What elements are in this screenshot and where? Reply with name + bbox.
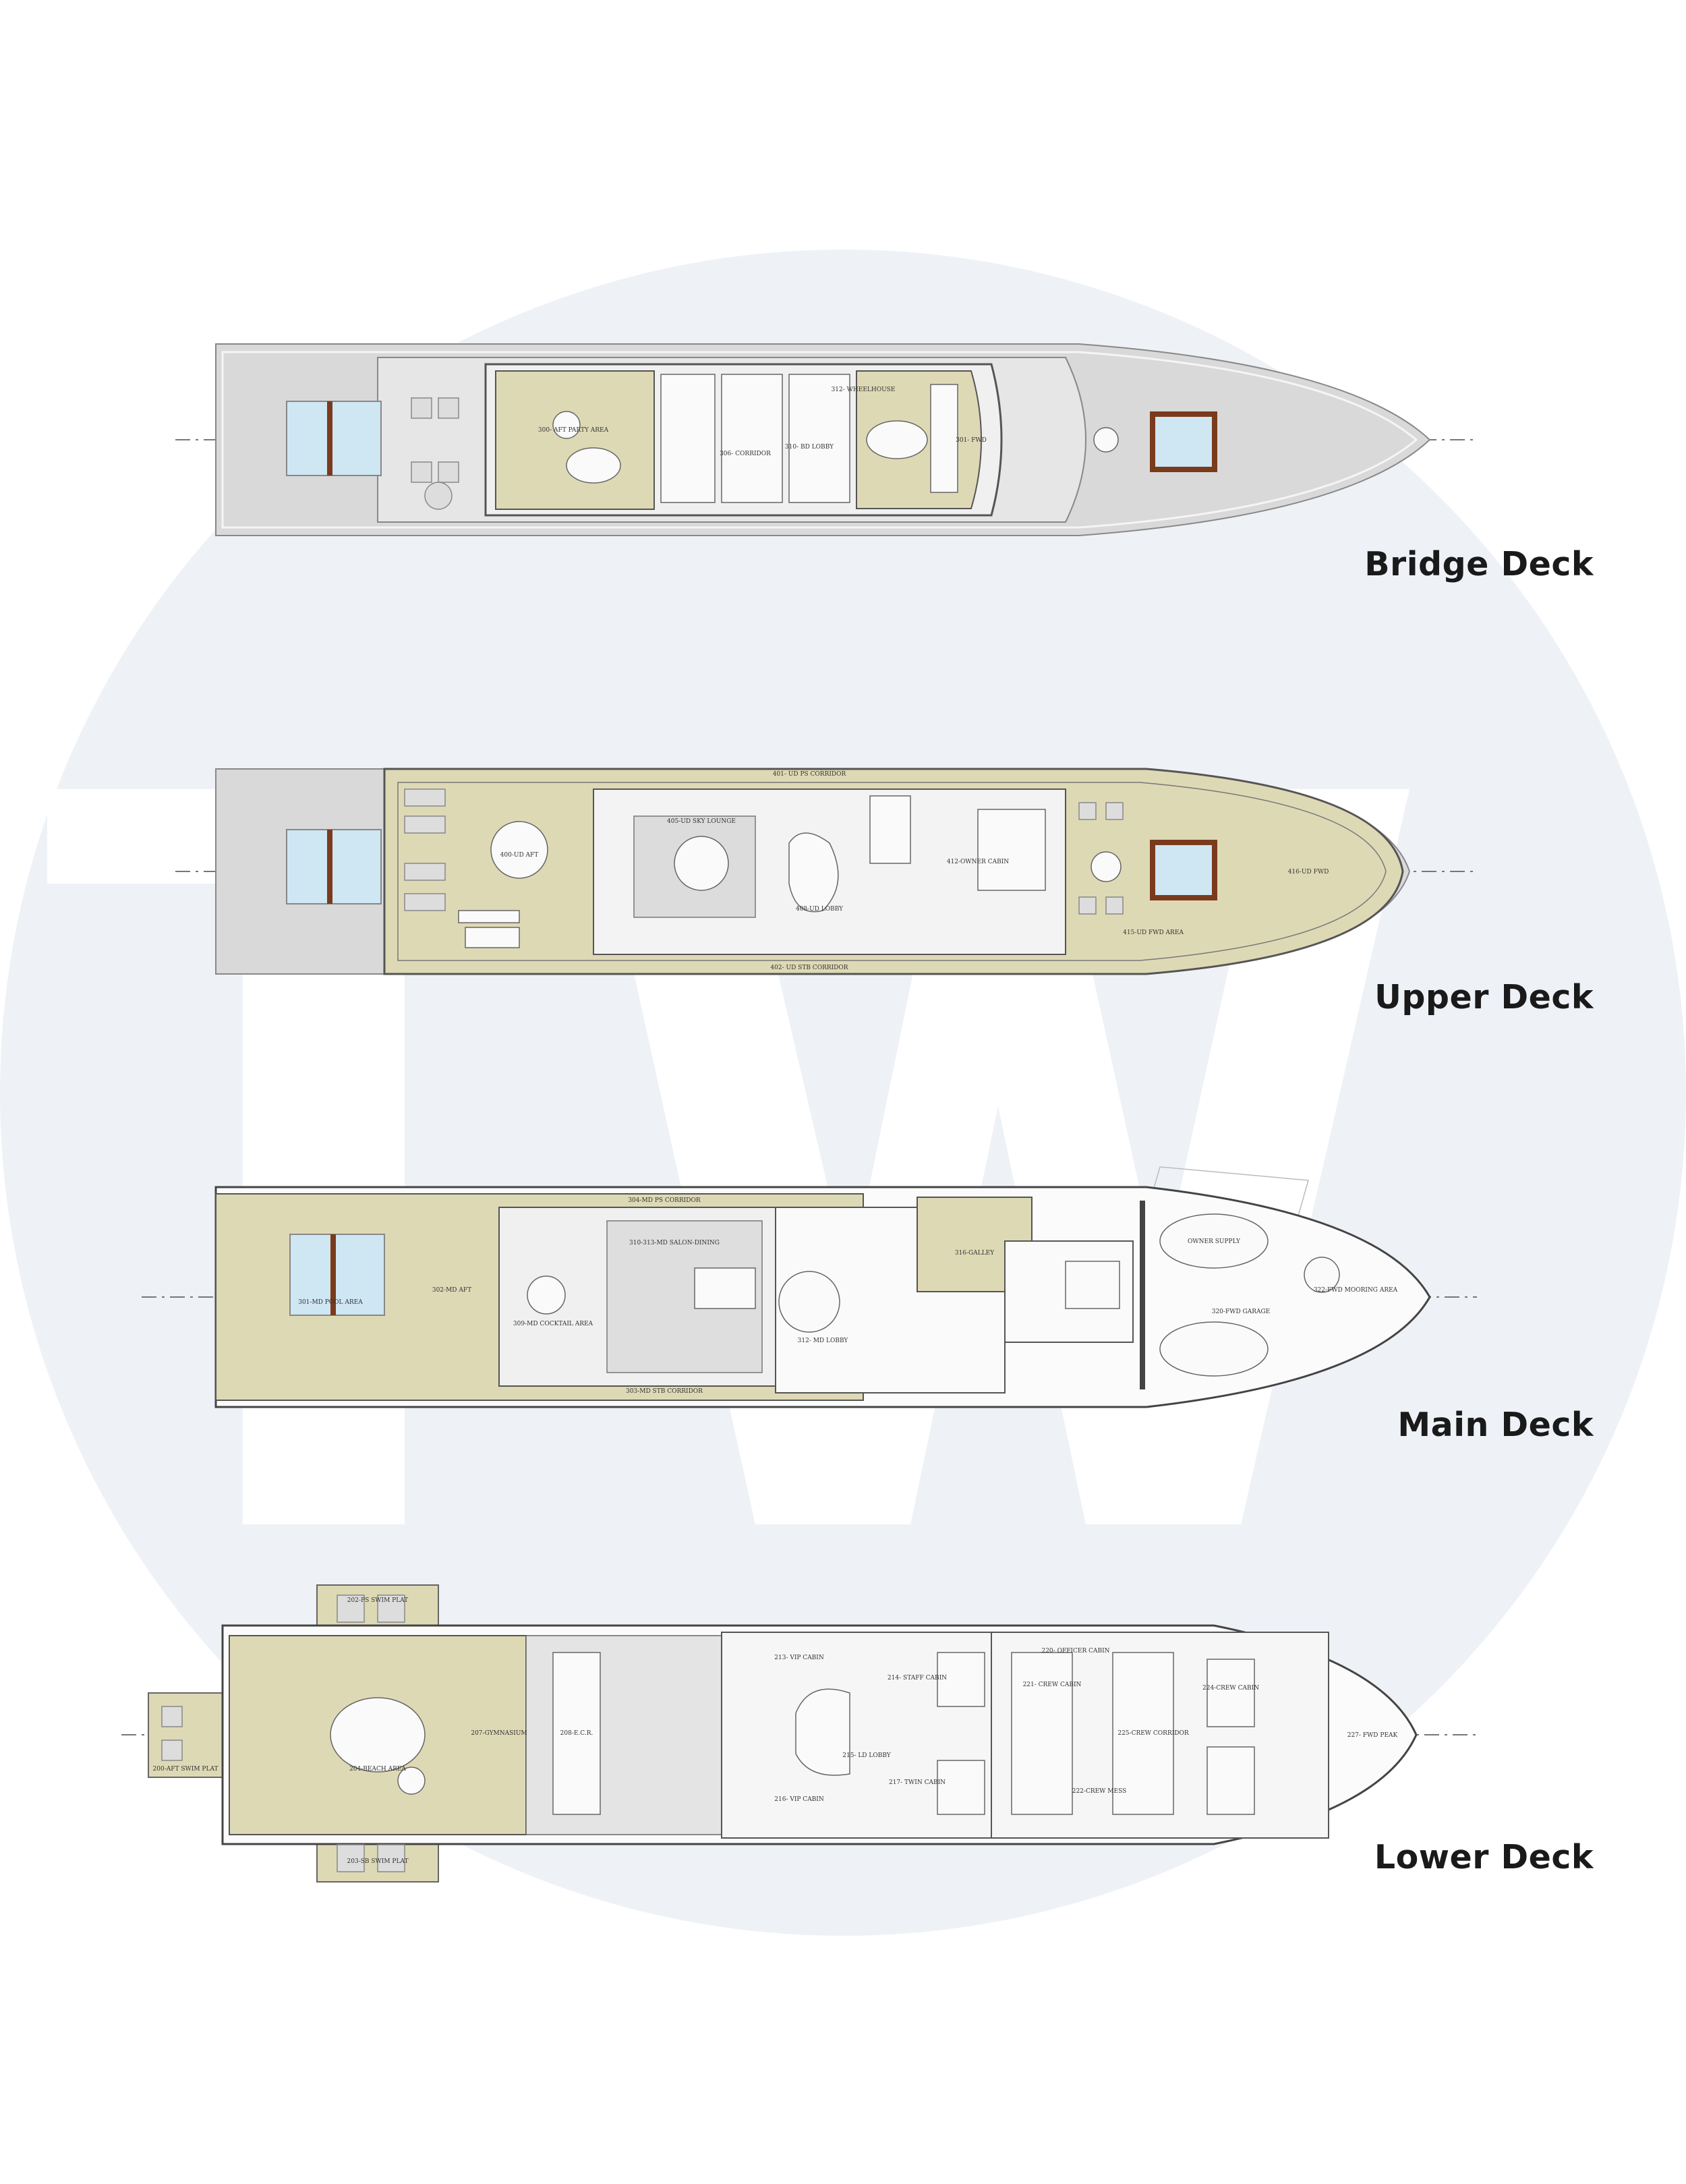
room-label: 207-GYMNASIUM (471, 1730, 527, 1737)
room-label: 405-UD SKY LOUNGE (667, 818, 736, 825)
room-label: 217- TWIN CABIN (889, 1779, 946, 1786)
room-label: 202-PS SWIM PLAT (347, 1597, 408, 1604)
room-label: 303-MD STB CORRIDOR (626, 1388, 703, 1395)
room-label: 208-E.C.R. (560, 1730, 593, 1737)
room-label: 415-UD FWD AREA (1123, 929, 1184, 936)
bridge-deck: 300- AFT PARTY AREA 306- CORRIDOR 310- B… (0, 317, 1686, 600)
bridge-deck-plan: 300- AFT PARTY AREA 306- CORRIDOR 310- B… (175, 343, 1477, 536)
room-label: 301-MD POOL AREA (298, 1299, 363, 1306)
room-label: 213- VIP CABIN (774, 1655, 824, 1661)
upper-deck-plan: 400-UD AFT 405-UD SKY LOUNGE 408-UD LOBB… (175, 768, 1477, 975)
room-label: 312- MD LOBBY (798, 1338, 849, 1344)
room-label: 400-UD AFT (500, 852, 539, 859)
deck-label: Lower Deck (1374, 1838, 1594, 1876)
room-label: 301- FWD (956, 437, 987, 444)
room-label: 304-MD PS CORRIDOR (628, 1197, 701, 1204)
room-label: 221- CREW CABIN (1023, 1682, 1082, 1688)
room-label: 412-OWNER CABIN (947, 859, 1009, 865)
room-label: 316-GALLEY (955, 1250, 995, 1257)
room-label: 310- BD LOBBY (785, 444, 834, 451)
room-label: 310-313-MD SALON-DINING (629, 1240, 720, 1246)
room-label: 416-UD FWD (1288, 869, 1329, 875)
room-label: 216- VIP CABIN (774, 1796, 824, 1803)
room-label: 312- WHEELHOUSE (832, 386, 896, 393)
deck-label: Main Deck (1397, 1406, 1594, 1444)
main-deck-plan: 301-MD POOL AREA 302-MD AFT 304-MD PS CO… (142, 1166, 1477, 1408)
room-label: 204-BEACH AREA (349, 1766, 406, 1773)
room-label: OWNER SUPPLY (1188, 1238, 1241, 1245)
lower-deck-plan: 202-PS SWIM PLAT 203-SB SWIM PLAT 200-AF… (121, 1584, 1477, 1883)
room-label: 225-CREW CORRIDOR (1117, 1730, 1189, 1737)
room-label: 402- UD STB CORRIDOR (770, 965, 848, 971)
room-label: 224-CREW CABIN (1202, 1685, 1259, 1692)
room-label: 302-MD AFT (432, 1287, 471, 1294)
room-label: 300- AFT PARTY AREA (538, 427, 609, 434)
room-label: 320-FWD GARAGE (1212, 1309, 1271, 1315)
watermark-circle (0, 250, 1686, 1936)
room-label: 215- LD LOBBY (842, 1752, 892, 1759)
room-label: 306- CORRIDOR (720, 451, 771, 457)
main-deck: 301-MD POOL AREA 302-MD AFT 304-MD PS CO… (0, 1140, 1686, 1457)
room-label: 220- OFFICER CABIN (1041, 1648, 1109, 1655)
room-label: 408-UD LOBBY (796, 906, 844, 913)
deck-label: Bridge Deck (1364, 545, 1594, 583)
lower-deck: 202-PS SWIM PLAT 203-SB SWIM PLAT 200-AF… (0, 1578, 1686, 1916)
room-label: 322-FWD MOORING AREA (1314, 1287, 1398, 1294)
room-label: 203-SB SWIM PLAT (347, 1858, 409, 1865)
upper-deck: 400-UD AFT 405-UD SKY LOUNGE 408-UD LOBB… (0, 749, 1686, 1032)
room-label: 200-AFT SWIM PLAT (153, 1766, 219, 1773)
room-label: 401- UD PS CORRIDOR (773, 771, 846, 778)
room-label: 222-CREW MESS (1072, 1788, 1127, 1795)
room-label: 227- FWD PEAK (1347, 1732, 1398, 1739)
room-label: 309-MD COCKTAIL AREA (513, 1321, 593, 1327)
deck-label: Upper Deck (1374, 978, 1594, 1016)
room-label: 214- STAFF CABIN (888, 1675, 947, 1682)
